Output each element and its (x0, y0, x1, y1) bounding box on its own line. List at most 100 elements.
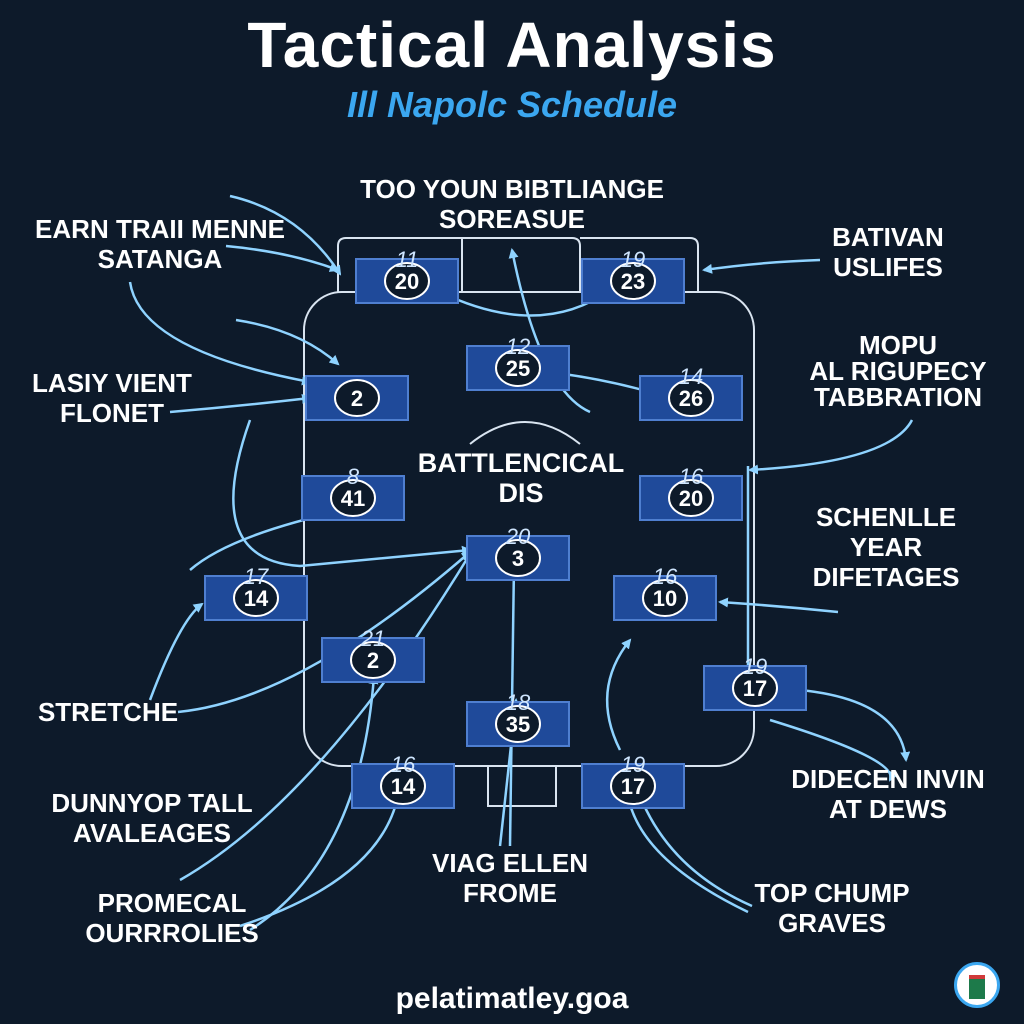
annotation-label: GRAVES (778, 908, 886, 938)
annotation-label: MOPU (859, 330, 937, 360)
annotation-label: LASIY VIENT (32, 368, 192, 398)
player-number: 23 (621, 269, 645, 294)
top-box (337, 237, 581, 292)
annotation-label: OURRROLIES (85, 918, 258, 948)
annotation-arrow (235, 318, 340, 366)
annotation-arrow (179, 552, 472, 882)
annotation-arrow (177, 550, 472, 714)
shirt-icon (495, 539, 541, 577)
annotation-label: SATANGA (98, 244, 223, 274)
player-number: 14 (391, 774, 416, 799)
page-subtitle: Ill Napolc Schedule (346, 84, 678, 125)
annotation-arrow (748, 419, 914, 475)
center-label-line-1: BATTLENCICAL (418, 448, 624, 478)
annotation-arrow (605, 638, 632, 751)
annotation-arrow (229, 194, 342, 276)
annotation-label: AL RIGUPECY (809, 356, 986, 386)
annotation-arrow (232, 419, 472, 568)
shirt-icon (668, 479, 714, 517)
player-position-number: 21 (360, 626, 385, 651)
annotation-label: DUNNYOP TALL (51, 788, 252, 818)
annotation-label: SOREASUE (439, 204, 585, 234)
player-marker[interactable]: 320 (466, 524, 570, 581)
player-number: 20 (679, 486, 703, 511)
annotation-arrow (799, 688, 911, 762)
annotation-label: SCHENLLE (816, 502, 956, 532)
shirt-icon (350, 641, 396, 679)
player-marker[interactable]: 221 (321, 626, 425, 683)
shirt-icon (610, 767, 656, 805)
player-position-number: 14 (679, 364, 703, 389)
shirt-icon (732, 669, 778, 707)
player-number: 41 (341, 486, 365, 511)
annotation-label: USLIFES (833, 252, 943, 282)
player-number: 17 (743, 676, 767, 701)
annotation-label: YEAR (850, 532, 922, 562)
shirt-icon (610, 262, 656, 300)
annotation-label: AT DEWS (829, 794, 947, 824)
annotation-arrow (702, 258, 821, 274)
center-label-line-2: DIS (498, 478, 543, 508)
annotation-label: EARN TRAII MENNE (35, 214, 285, 244)
player-position-number: 19 (743, 654, 767, 679)
annotation-label: STRETCHE (38, 697, 178, 727)
annotation-arrow (769, 718, 899, 782)
player-number: 25 (506, 356, 530, 381)
player-position-number: 18 (506, 690, 531, 715)
player-position-number: 20 (505, 524, 531, 549)
shirt-icon (233, 579, 279, 617)
shirt-icon (384, 262, 430, 300)
player-position-number: 16 (653, 564, 678, 589)
annotation-label: DIFETAGES (813, 562, 960, 592)
annotation-arrow (624, 794, 749, 914)
arrow-layer (128, 194, 914, 932)
annotation-label: AVALEAGES (73, 818, 231, 848)
annotation-arrow (148, 602, 204, 701)
shirt-icon (330, 479, 376, 517)
player-number: 2 (367, 648, 379, 673)
player-position-number: 19 (621, 247, 645, 272)
annotation-arrow (225, 244, 340, 272)
annotation-arrow (718, 597, 839, 614)
center-arc (469, 421, 581, 445)
annotation-label: VIAG ELLEN (432, 848, 588, 878)
shirt-icon (495, 349, 541, 387)
pitch (303, 237, 755, 807)
annotation-arrow (638, 794, 753, 908)
annotation-arrow (249, 674, 379, 932)
player-number: 26 (679, 386, 703, 411)
annotation-label: FROME (463, 878, 557, 908)
player-position-number: 11 (396, 247, 419, 272)
pitch-outline (303, 291, 755, 767)
shirt-icon (334, 379, 380, 417)
annotation-label: PROMECAL (98, 888, 247, 918)
player-marker[interactable]: 418 (301, 464, 405, 521)
annotation-layer: BATTLENCICAL DIS TOO YOUN BIBTLIANGESORE… (32, 174, 987, 948)
annotation-arrow (239, 794, 402, 928)
annotation-label: TABBRATION (814, 382, 982, 412)
player-position-number: 16 (679, 464, 704, 489)
player-number: 20 (395, 269, 419, 294)
player-position-number: 17 (244, 564, 269, 589)
annotation-label: TOP CHUMP (754, 878, 909, 908)
annotation-label: BATIVAN (832, 222, 944, 252)
player-number: 35 (506, 712, 530, 737)
player-position-number: 19 (621, 752, 645, 777)
player-marker[interactable]: 2 (305, 375, 409, 421)
club-crest-icon (954, 962, 1000, 1008)
player-number: 3 (512, 546, 524, 571)
annotation-label: DIDECEN INVIN (791, 764, 985, 794)
shirt-icon (495, 705, 541, 743)
